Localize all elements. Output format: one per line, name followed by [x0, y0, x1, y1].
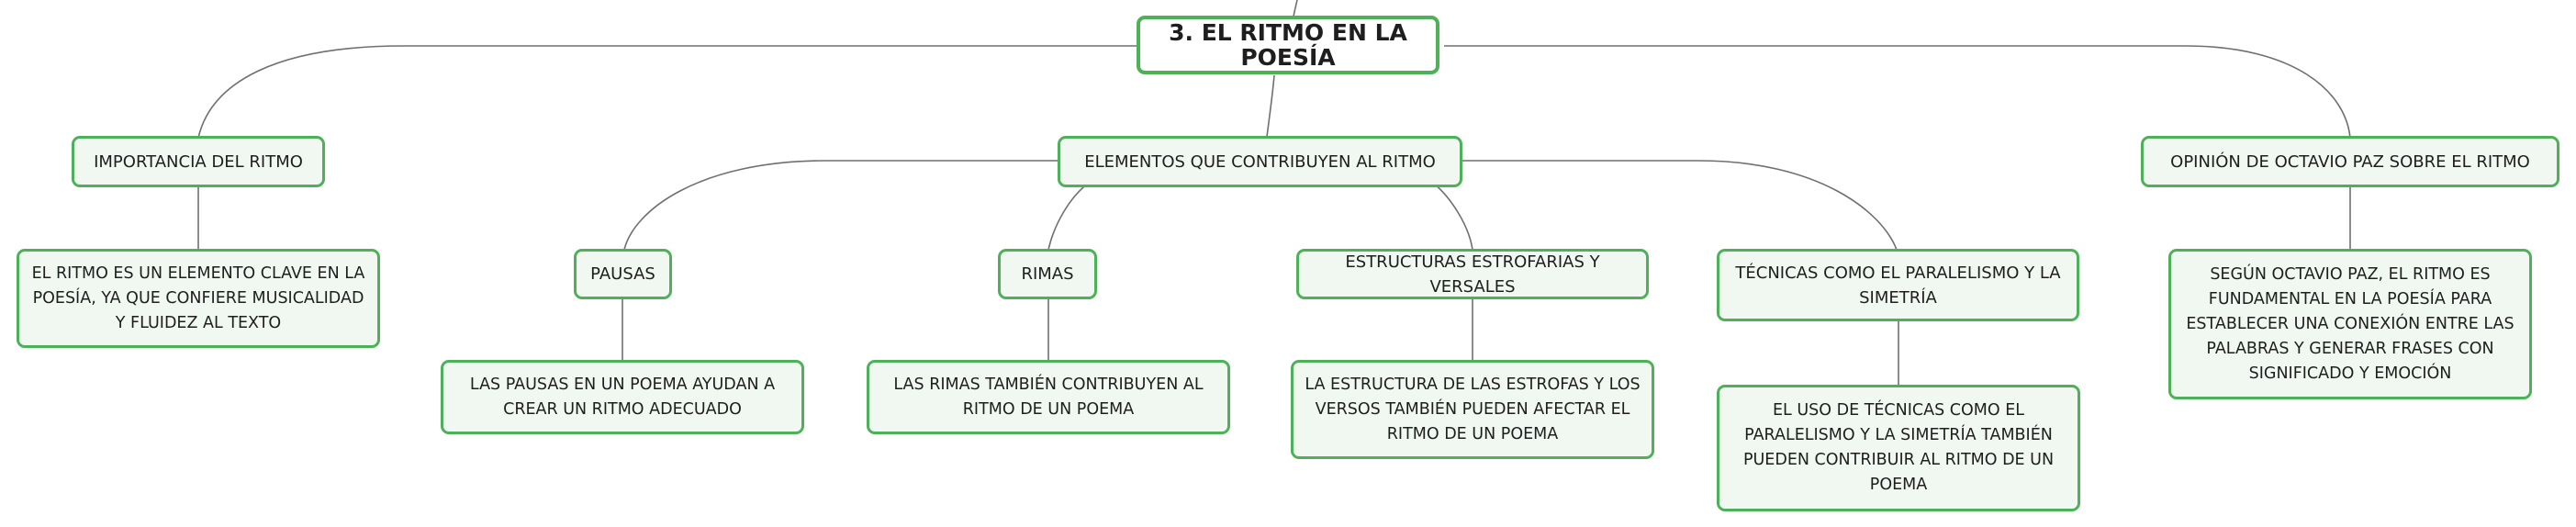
subtopic-tecnicas[interactable]: TÉCNICAS COMO EL PARALELISMO Y LA SIMETR… [1717, 249, 2079, 321]
connector-root-opinion [1444, 45, 2351, 139]
subtopic-pausas[interactable]: PAUSAS [574, 249, 672, 299]
connector-root-importancia [197, 45, 1140, 139]
connector-elementos-estructuras [1433, 183, 1473, 251]
detail-importancia[interactable]: EL RITMO ES UN ELEMENTO CLAVE EN LA POES… [17, 249, 380, 348]
central-topic[interactable]: 3. EL RITMO EN LA POESÍA [1137, 16, 1439, 74]
subtopic-rimas[interactable]: RIMAS [998, 249, 1097, 299]
detail-estructuras[interactable]: LA ESTRUCTURA DE LAS ESTROFAS Y LOS VERS… [1291, 360, 1654, 459]
topic-elementos-que-contribuyen[interactable]: ELEMENTOS QUE CONTRIBUYEN AL RITMO [1058, 136, 1462, 187]
subtopic-estructuras[interactable]: ESTRUCTURAS ESTROFARIAS Y VERSALES [1296, 249, 1649, 299]
detail-rimas[interactable]: LAS RIMAS TAMBIÉN CONTRIBUYEN AL RITMO D… [867, 360, 1230, 434]
detail-tecnicas[interactable]: EL USO DE TÉCNICAS COMO EL PARALELISMO Y… [1717, 385, 2080, 511]
connector-elementos-rimas [1047, 183, 1089, 251]
topic-importancia-del-ritmo[interactable]: IMPORTANCIA DEL RITMO [72, 136, 325, 187]
detail-pausas[interactable]: LAS PAUSAS EN UN POEMA AYUDAN A CREAR UN… [441, 360, 804, 434]
topic-opinion-octavio-paz[interactable]: OPINIÓN DE OCTAVIO PAZ SOBRE EL RITMO [2141, 136, 2559, 187]
connector-elementos-pausas [623, 160, 1058, 251]
detail-opinion[interactable]: SEGÚN OCTAVIO PAZ, EL RITMO ES FUNDAMENT… [2168, 249, 2532, 399]
connector-elementos-tecnicas [1462, 160, 1898, 251]
connector-root-elementos [1266, 74, 1275, 138]
